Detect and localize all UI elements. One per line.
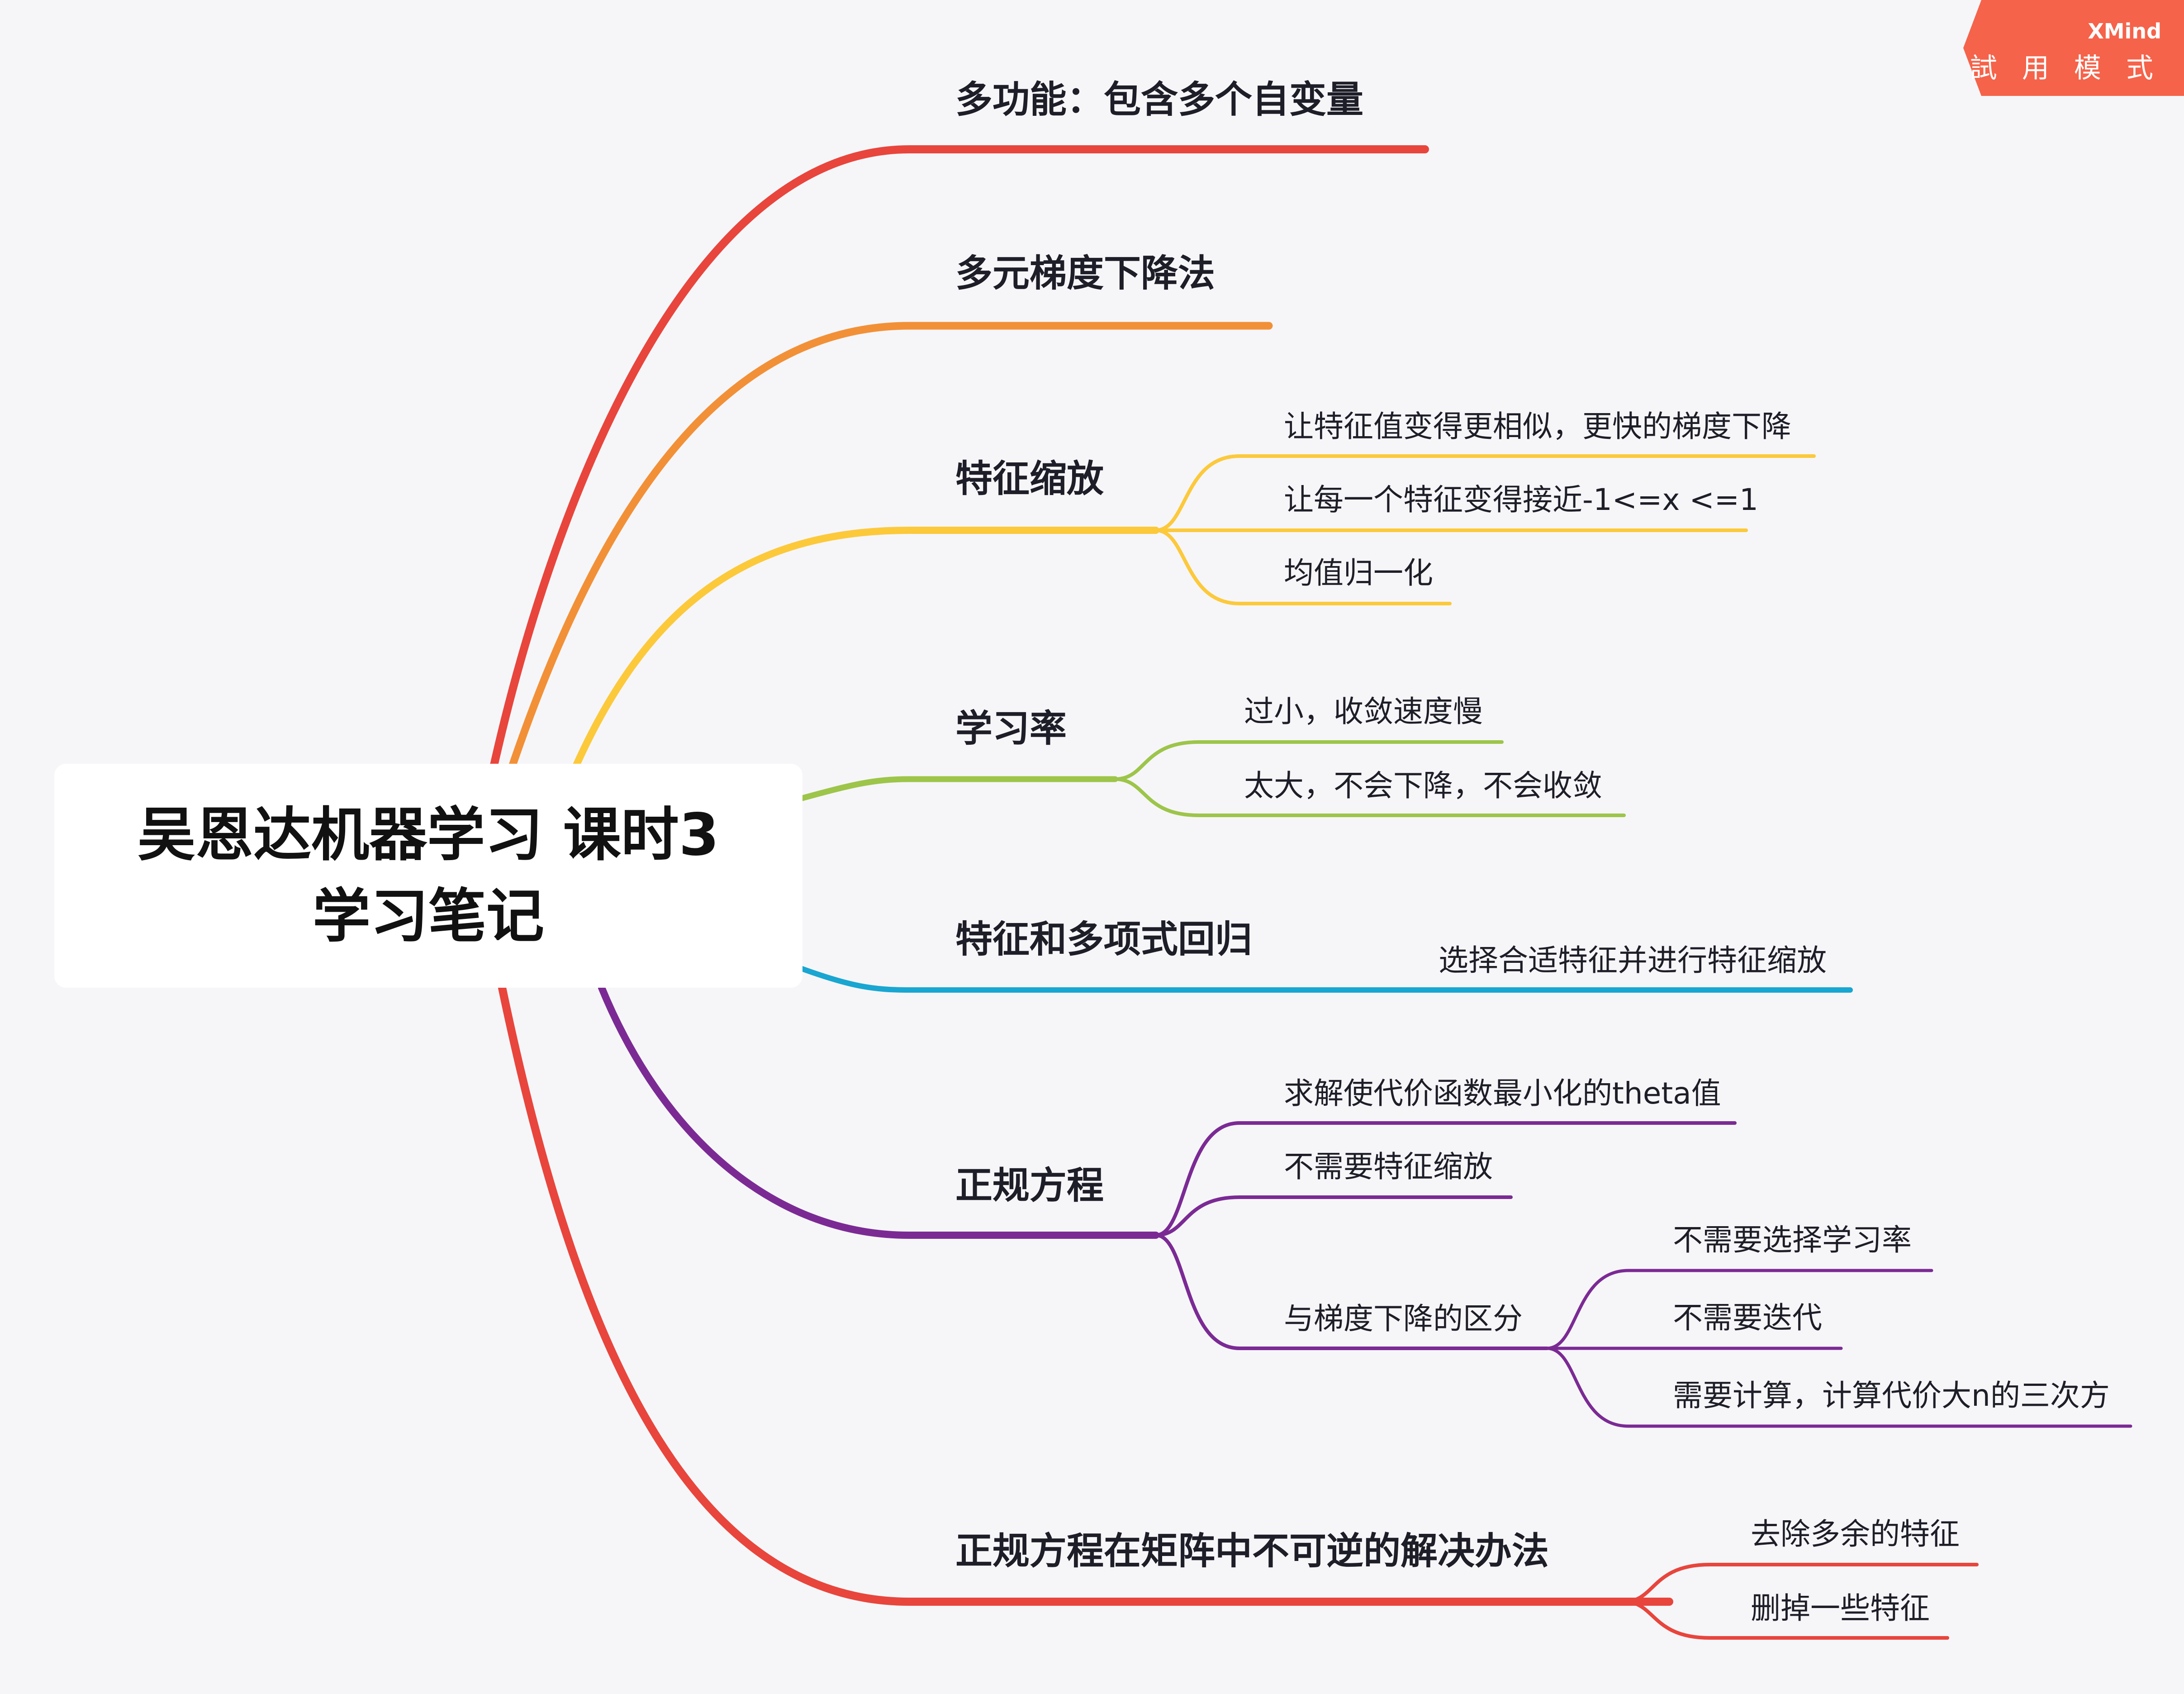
- central-topic-line-2: 学习笔记: [312, 882, 544, 950]
- sub-line-scaling-3: [1154, 528, 1452, 605]
- sub-line-rate-2: [1113, 777, 1626, 817]
- subtopic-compute-cost[interactable]: 需要计算，计算代价大n的三次方: [1673, 1378, 2110, 1413]
- subtopic-no-feature-scaling[interactable]: 不需要特征缩放: [1284, 1149, 1493, 1184]
- subtopic-remove-redundant[interactable]: 去除多余的特征: [1751, 1517, 1960, 1551]
- subtopic-difference-from-gd[interactable]: 与梯度下降的区分: [1284, 1301, 1523, 1336]
- sub-line-normal-2: [1154, 1195, 1513, 1237]
- subtopic-no-learning-rate[interactable]: 不需要选择学习率: [1673, 1223, 1912, 1257]
- sub-line-scaling-1: [1154, 454, 1816, 532]
- branch-line-6: [598, 984, 1159, 1239]
- central-topic-line-1: 吴恩达机器学习 课时3: [138, 801, 719, 869]
- sub-line-normal-1: [1154, 1121, 1737, 1237]
- subtopic-mean-normalization[interactable]: 均值归一化: [1284, 556, 1433, 590]
- sub-line-noninv-2: [1622, 1600, 1949, 1640]
- badge-brand: XMind: [2088, 19, 2161, 43]
- branch-line-7: [498, 984, 1673, 1606]
- subtopic-near-range[interactable]: 让每一个特征变得接近-1<=x <=1: [1284, 482, 1759, 517]
- sub-line-rate-1: [1113, 740, 1504, 781]
- subtopic-choose-features[interactable]: 选择合适特征并进行特征缩放: [1439, 943, 1827, 978]
- branch-line-3: [571, 527, 1159, 773]
- sub-line-noninv-1: [1622, 1563, 1979, 1604]
- subtopic-solve-theta[interactable]: 求解使代价函数最小化的theta值: [1284, 1076, 1721, 1111]
- topic-normal-equation[interactable]: 正规方程: [955, 1164, 1104, 1207]
- topic-learning-rate[interactable]: 学习率: [955, 707, 1067, 750]
- topic-features-polynomial-regression[interactable]: 特征和多项式回归: [955, 918, 1253, 961]
- topic-noninvertible-solutions[interactable]: 正规方程在矩阵中不可逆的解决办法: [955, 1530, 1549, 1573]
- sub-line-diff-3: [1545, 1347, 2132, 1428]
- branch-line-2: [507, 322, 1273, 773]
- subtopic-no-iteration[interactable]: 不需要迭代: [1673, 1300, 1822, 1335]
- subtopic-delete-features[interactable]: 删掉一些特征: [1751, 1591, 1930, 1626]
- sub-line-diff-1: [1545, 1269, 1933, 1350]
- topic-multiple-features[interactable]: 多功能：包含多个自变量: [955, 78, 1364, 121]
- sub-line-normal-3: [1154, 1233, 1549, 1350]
- badge-background: [1963, 0, 2184, 96]
- topic-multivariate-gradient-descent[interactable]: 多元梯度下降法: [955, 252, 1215, 295]
- topic-feature-scaling[interactable]: 特征缩放: [955, 457, 1104, 500]
- branch-line-1: [489, 145, 1429, 773]
- branch-line-5: [798, 966, 1853, 993]
- branch-line-4: [798, 776, 1118, 802]
- trial-mode-badge: XMind 試 用 模 式: [1963, 0, 2184, 96]
- central-topic[interactable]: 吴恩达机器学习 课时3 学习笔记: [54, 764, 802, 988]
- badge-mode: 試 用 模 式: [1970, 52, 2161, 84]
- subtopic-more-similar[interactable]: 让特征值变得更相似，更快的梯度下降: [1284, 409, 1791, 444]
- subtopic-too-large[interactable]: 太大，不会下降，不会收敛: [1244, 768, 1602, 803]
- subtopic-too-small[interactable]: 过小，收敛速度慢: [1244, 694, 1483, 729]
